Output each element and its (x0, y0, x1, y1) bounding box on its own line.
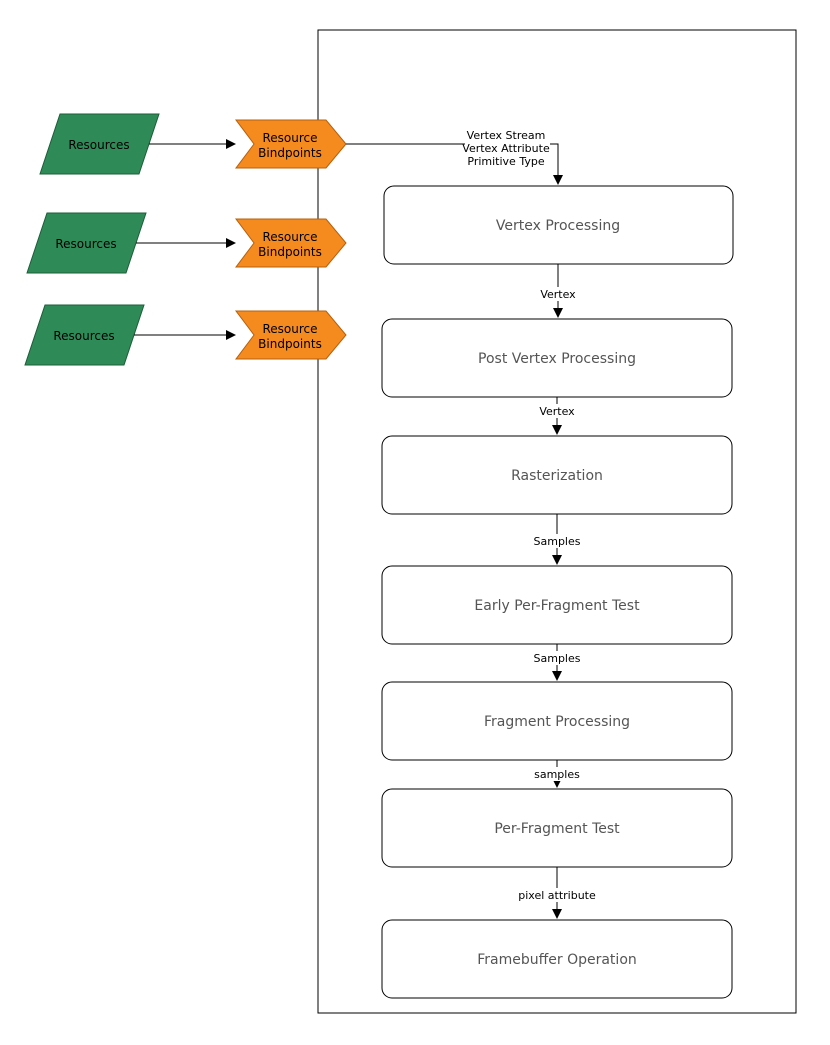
edge-label-bg-4 (532, 651, 582, 665)
bindpoints-label-2-line1: Resource (262, 230, 317, 244)
resources-label-1: Resources (68, 138, 129, 152)
resource-row-2: Resources Resource Bindpoints (26, 212, 347, 274)
resources-shape-3 (24, 304, 145, 366)
stage-label-rasterization: Rasterization (511, 468, 603, 484)
bindpoints-label-3-line1: Resource (262, 322, 317, 336)
edge-label-bg-6 (522, 888, 592, 902)
stage-framebuffer-operation (381, 919, 733, 999)
bindpoints-label-1-line1: Resource (262, 131, 317, 145)
stage-label-vertex-processing: Vertex Processing (496, 218, 620, 234)
stage-label-per-fragment-test: Per-Fragment Test (494, 821, 620, 837)
edge-label-samples-2: Samples (534, 652, 581, 665)
bindpoints-label-2-line2: Bindpoints (258, 245, 322, 259)
edge-label-samples-3: samples (534, 768, 580, 781)
input-label-vertex-stream: Vertex Stream (467, 129, 546, 142)
resources-shape-2 (26, 212, 147, 274)
input-labels-background (465, 127, 550, 169)
resource-row-3: Resources Resource Bindpoints (24, 304, 347, 366)
edge-label-vertex-2: Vertex (539, 405, 575, 418)
bindpoints-label-1-line2: Bindpoints (258, 146, 322, 160)
resources-shape-1 (39, 113, 160, 175)
stage-label-framebuffer-operation: Framebuffer Operation (477, 952, 637, 968)
edge-label-bg-5 (532, 767, 582, 781)
stage-label-post-vertex-processing: Post Vertex Processing (478, 351, 636, 367)
resources-label-2: Resources (55, 237, 116, 251)
input-label-primitive-type: Primitive Type (467, 155, 544, 168)
input-connector-arrow (346, 143, 563, 185)
bindpoints-label-3-line2: Bindpoints (258, 337, 322, 351)
stage-label-fragment-processing: Fragment Processing (484, 714, 630, 730)
bindpoints-shape-1 (235, 119, 347, 169)
edge-label-bg-3 (532, 534, 582, 548)
resources-label-3: Resources (53, 329, 114, 343)
resource-row-1: Resources Resource Bindpoints (39, 113, 347, 175)
pipeline-container (317, 29, 797, 1014)
edge-label-bg-1 (536, 287, 580, 301)
edge-label-bg-2 (535, 404, 579, 418)
edge-label-pixel-attribute: pixel attribute (518, 889, 596, 902)
stage-label-early-per-fragment-test: Early Per-Fragment Test (474, 598, 640, 614)
edge-label-vertex-1: Vertex (540, 288, 576, 301)
bindpoints-shape-2 (235, 218, 347, 268)
bindpoints-shape-3 (235, 310, 347, 360)
input-label-vertex-attribute: Vertex Attribute (462, 142, 550, 155)
edge-label-samples-1: Samples (534, 535, 581, 548)
